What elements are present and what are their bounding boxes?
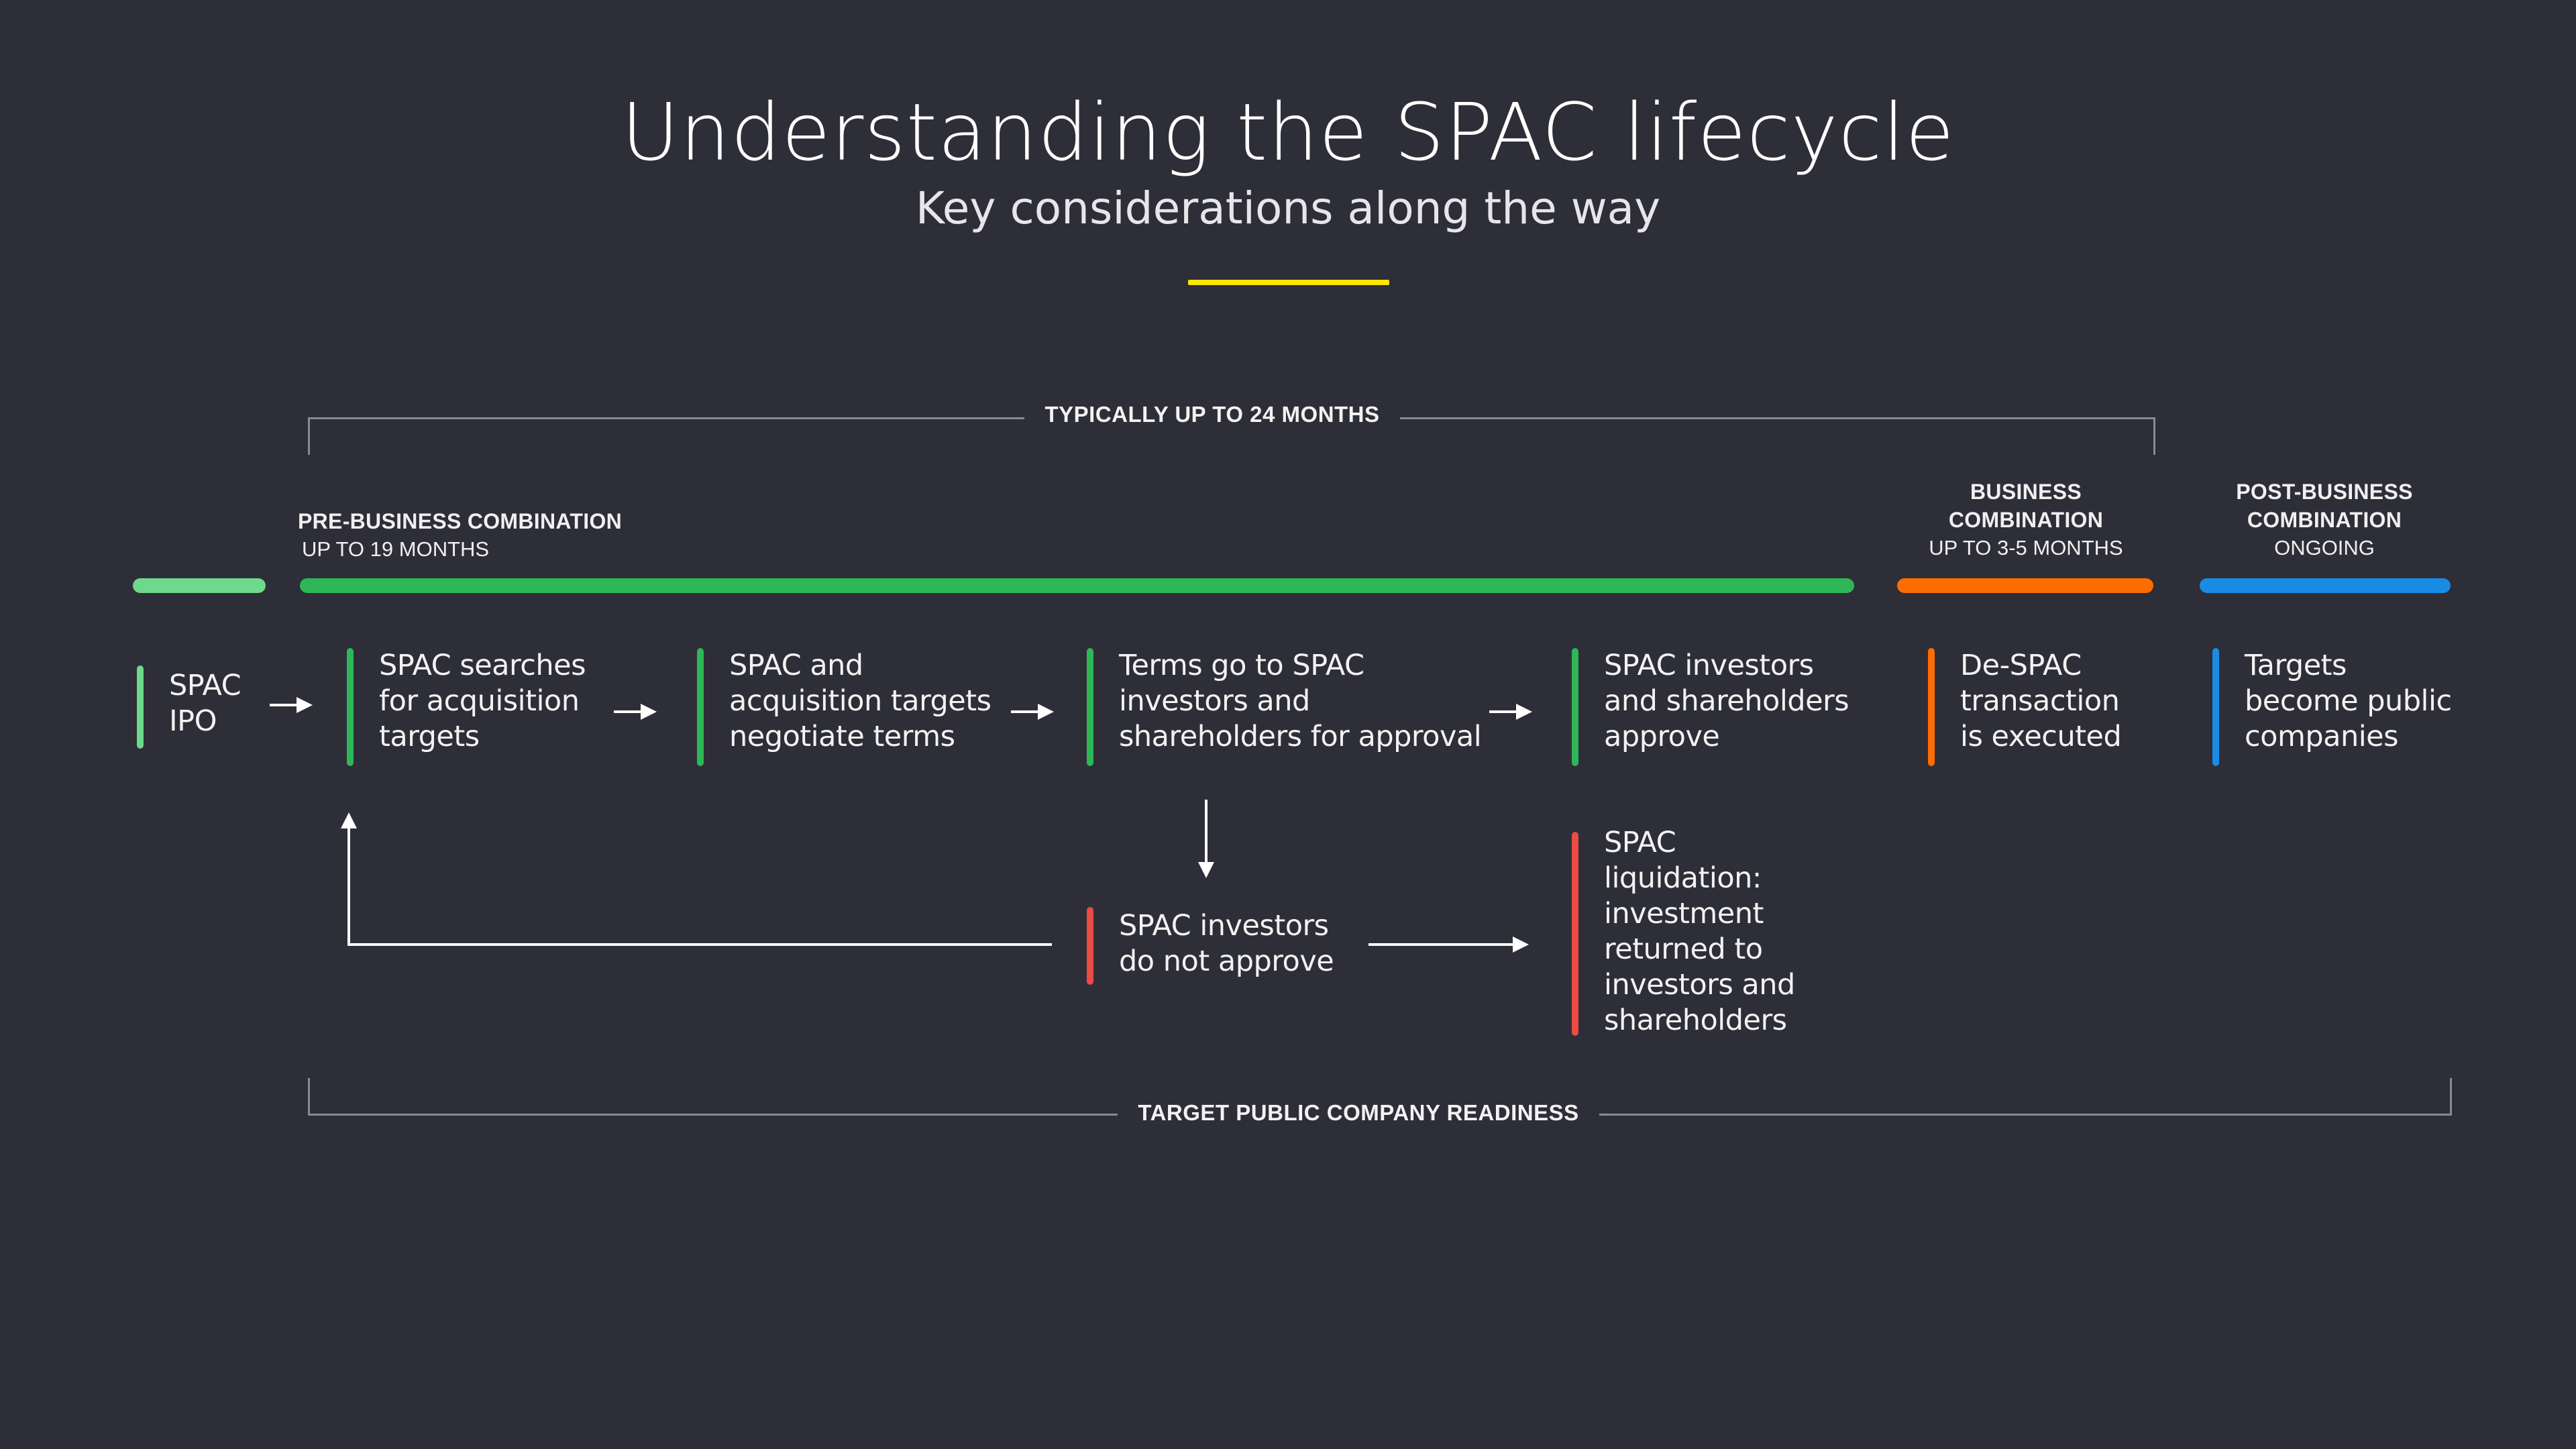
bottom-bracket-label: TARGET PUBLIC COMPANY READINESS <box>1118 1100 1599 1125</box>
phase-bar-pre-business <box>300 578 1854 593</box>
step-label: Terms go to SPAC investors and sharehold… <box>1119 649 1482 753</box>
accent-rule <box>1188 280 1389 285</box>
step-label: SPAC searches for acquisition targets <box>379 649 586 753</box>
phase-bar-ipo <box>133 578 266 593</box>
phase-post-business-title-1: POST-BUSINESS <box>2236 480 2413 504</box>
step-spac-ipo: SPAC IPO <box>137 665 241 749</box>
phase-business: BUSINESS COMBINATION UP TO 3-5 MONTHS <box>1898 478 2153 562</box>
step-terms-to-investors: Terms go to SPAC investors and sharehold… <box>1087 648 1482 766</box>
phase-bar-business <box>1897 578 2153 593</box>
step-marker <box>137 665 144 749</box>
phase-business-title-2: COMBINATION <box>1948 508 2104 532</box>
phase-post-business: POST-BUSINESS COMBINATION ONGOING <box>2200 478 2449 562</box>
bottom-bracket-left-tick <box>308 1078 310 1116</box>
step-marker <box>1572 832 1578 1036</box>
page-title: Understanding the SPAC lifecycle <box>621 86 1955 178</box>
step-label: SPAC and acquisition targets negotiate t… <box>729 649 991 753</box>
step-investors-do-not-approve: SPAC investors do not approve <box>1087 907 1334 985</box>
step-spac-liquidation: SPAC liquidation: investment returned to… <box>1572 826 1795 1038</box>
step-marker <box>2212 648 2219 766</box>
phase-pre-business-title: PRE-BUSINESS COMBINATION <box>298 509 623 533</box>
step-marker <box>1572 648 1578 766</box>
step-search-targets: SPAC searches for acquisition targets <box>347 648 586 766</box>
bottom-bracket-right-tick <box>2450 1078 2452 1116</box>
loop-back-arrow-icon <box>341 812 1052 946</box>
page-subtitle: Key considerations along the way <box>915 182 1661 234</box>
step-marker <box>697 648 704 766</box>
phase-pre-business: PRE-BUSINESS COMBINATION UP TO 19 MONTHS <box>298 507 622 564</box>
step-targets-public: Targets become public companies <box>2212 648 2452 766</box>
step-label: SPAC investors and shareholders approve <box>1604 649 1849 753</box>
phase-post-business-title-2: COMBINATION <box>2247 508 2402 532</box>
top-bracket-label: TYPICALLY UP TO 24 MONTHS <box>1024 402 1400 427</box>
step-label: SPAC liquidation: investment returned to… <box>1604 826 1795 1037</box>
step-marker <box>347 648 354 766</box>
step-label: SPAC IPO <box>169 669 241 738</box>
step-label: SPAC investors do not approve <box>1119 909 1334 978</box>
phase-bar-post-business <box>2200 578 2451 593</box>
phase-pre-business-duration: UP TO 19 MONTHS <box>302 537 490 561</box>
phase-business-duration: UP TO 3-5 MONTHS <box>1929 536 2123 559</box>
step-label: Targets become public companies <box>2245 649 2452 753</box>
phase-business-title-1: BUSINESS <box>1970 480 2082 504</box>
step-investors-approve: SPAC investors and shareholders approve <box>1572 648 1849 766</box>
phase-post-business-duration: ONGOING <box>2274 536 2375 559</box>
step-label: De-SPAC transaction is executed <box>1960 649 2122 753</box>
step-marker <box>1087 907 1093 985</box>
step-de-spac-executed: De-SPAC transaction is executed <box>1928 648 2122 766</box>
step-negotiate-terms: SPAC and acquisition targets negotiate t… <box>697 648 991 766</box>
top-bracket-right-tick <box>2153 417 2155 455</box>
step-marker <box>1087 648 1093 766</box>
top-bracket-left-tick <box>308 417 310 455</box>
step-marker <box>1928 648 1935 766</box>
